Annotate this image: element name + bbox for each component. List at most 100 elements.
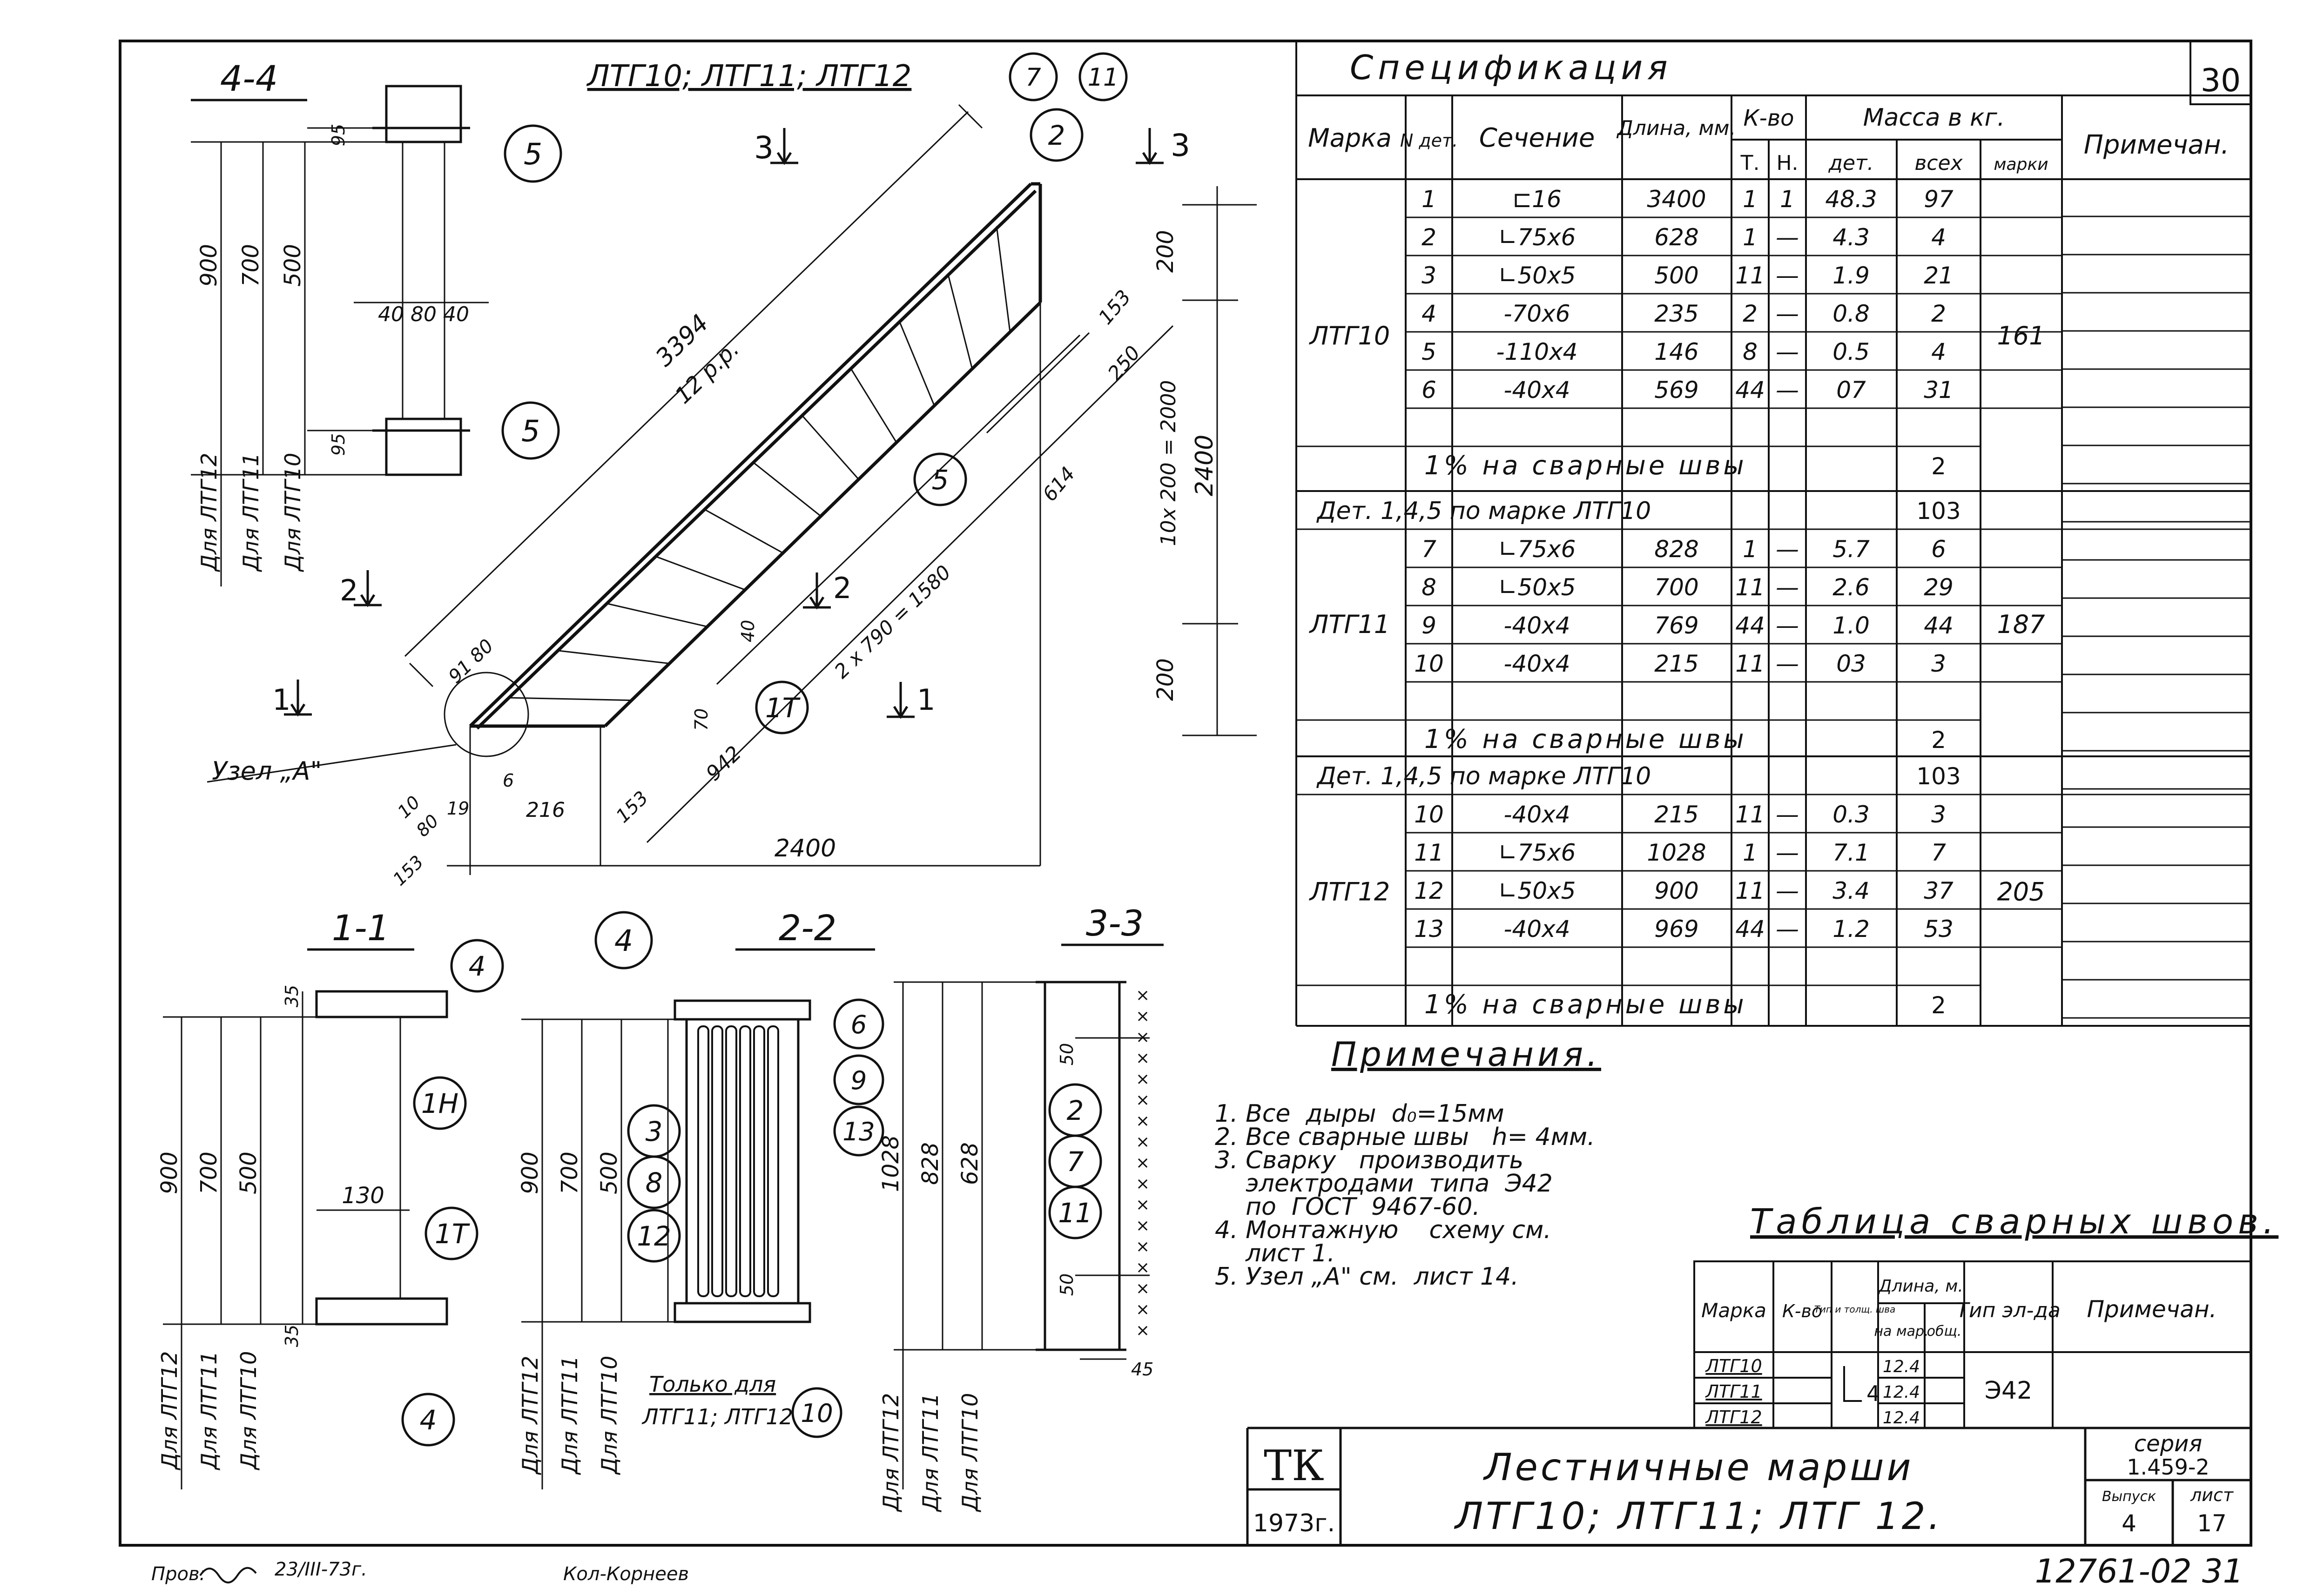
section-2-2-plate [697,1025,709,1297]
cut-mark-2-left: 2 [340,573,358,607]
spec-cell: ⊏16 [1512,186,1562,213]
weld-x-icon: × [1136,1049,1150,1068]
callout-8-circle [627,1155,681,1209]
note-line: 5. Узел „А" см. лист 14. [1215,1263,1519,1291]
spec-cell: ∟50x5 [1498,574,1576,601]
spec-cell: 3 [1931,650,1946,677]
spec-cell: 4.3 [1832,224,1870,251]
spec-cell: 29 [1924,574,1954,601]
callout-10-circle [791,1387,842,1438]
callout-4-bottom-circle [401,1393,455,1447]
spec-cell: 2 [1421,224,1436,251]
section-2-2-plate [725,1025,737,1297]
spec-cell: 11 [1414,839,1444,866]
weld-symbol-icon [1843,1366,1862,1402]
callout-1t: 1Т [765,692,801,724]
weld-x-icon: × [1136,1300,1150,1319]
dim-700-11: 700 [196,1152,222,1194]
spec-cell: 48.3 [1825,186,1877,213]
dim-500-44: 500 [280,244,306,287]
arrow-down-icon [284,680,312,717]
label-for-ltg10-44: Для ЛТГ10 [280,453,305,572]
spec-cell: 11 [1735,801,1765,828]
label-for-ltg11-33: Для ЛТГ11 [918,1393,943,1512]
callout-4-section: 4 [469,950,486,982]
spec-cell: 628 [1654,224,1698,251]
spec-cell: 235 [1654,300,1698,327]
notes-title: Примечания. [1331,1035,1601,1074]
spec-cell: — [1776,377,1799,404]
spec-cell: 146 [1654,338,1698,365]
callout-1h: 1Н [421,1088,458,1119]
stair-rung [898,320,935,406]
dim-500-22: 500 [596,1152,622,1194]
dim-50-bottom: 50 [1057,1273,1077,1296]
callout-11-section-circle [1048,1185,1102,1239]
weld-x-icon: × [1136,1195,1150,1214]
section-1-1: 1-1 900 700 500 35 35 130 Для ЛТГ12 Для … [156,907,448,1489]
callout-2: 2 [1048,120,1065,151]
weld-x-icon: × [1136,1007,1150,1026]
spec-title: Спецификация [1350,48,1672,87]
spec-weld-row: 1% на сварные швы [1424,990,1747,1020]
series-value: 1.459-2 [2127,1455,2210,1480]
spec-cell: 37 [1924,877,1954,904]
dim-900-22: 900 [517,1152,543,1194]
weld-header-na-mar: на мар. [1874,1323,1928,1340]
dim-942: 942 [701,741,746,786]
dim-2400-horizontal: 2400 [775,835,836,862]
callout-11-section: 11 [1058,1197,1092,1229]
spec-cell: 11 [1735,262,1765,289]
spec-header-t: Т. [1740,151,1760,175]
weld-x-icon: × [1136,1111,1150,1131]
spec-cell: ∟50x5 [1498,262,1576,289]
dim-153: 153 [1094,286,1135,329]
spec-cell: 44 [1735,916,1765,943]
weld-row-mark: ЛТГ10 [1704,1356,1762,1376]
spec-mark-total: 205 [1997,877,2045,907]
weld-x-icon: × [1136,1132,1150,1152]
spec-cell: 2 [1743,300,1758,327]
spec-header-m-all: всех [1914,151,1963,175]
weld-x-icon: × [1136,986,1150,1005]
section-2-2-plate [711,1025,723,1297]
spec-ref-value: 103 [1916,763,1960,790]
spec-header-n: Н. [1776,151,1798,175]
spec-mark: ЛТГ10 [1309,321,1390,350]
spec-cell: 1.9 [1832,262,1870,289]
spec-cell: — [1776,612,1799,639]
section-3-3: 3-3 ××××××××××××××××× 1028 828 628 50 50… [878,902,1164,1512]
weld-x-icon: × [1136,1279,1150,1298]
issue-label: Выпуск [2102,1488,2156,1505]
weld-row-length: 12.4 [1883,1408,1920,1428]
sheet-number-box: 30 [2189,40,2252,105]
spec-cell: — [1776,338,1799,365]
spec-cell: 11 [1735,650,1765,677]
label-for-ltg11-44: Для ЛТГ11 [238,453,263,572]
spec-cell: 5.7 [1832,536,1870,563]
spec-weld-value: 2 [1931,727,1946,754]
spec-cell: ∟75x6 [1498,536,1576,563]
spec-cell: -40x4 [1503,650,1570,677]
weld-electrode: Э42 [1985,1377,2032,1405]
spec-cell: -40x4 [1503,377,1570,404]
spec-cell: 2 [1931,300,1946,327]
weld-x-icon: × [1136,1091,1150,1110]
callout-5-stair-circle [913,452,967,506]
stair-rung [557,650,670,664]
label-for-ltg11-11: Для ЛТГ11 [196,1351,222,1470]
only-for-label: Только для [649,1372,776,1397]
spec-cell: 53 [1924,916,1954,943]
stair-rung [996,226,1011,332]
dim-95-bottom: 95 [328,433,349,456]
callout-11-circle [1078,52,1128,101]
section-4-4-title: 4-4 [220,58,278,99]
spec-cell: — [1776,877,1799,904]
dim-6: 6 [503,770,514,791]
spec-cell: — [1776,574,1799,601]
spec-header-dlina: Длина, мм. [1616,116,1736,140]
spec-cell: 215 [1654,650,1698,677]
callout-12: 12 [637,1220,671,1252]
